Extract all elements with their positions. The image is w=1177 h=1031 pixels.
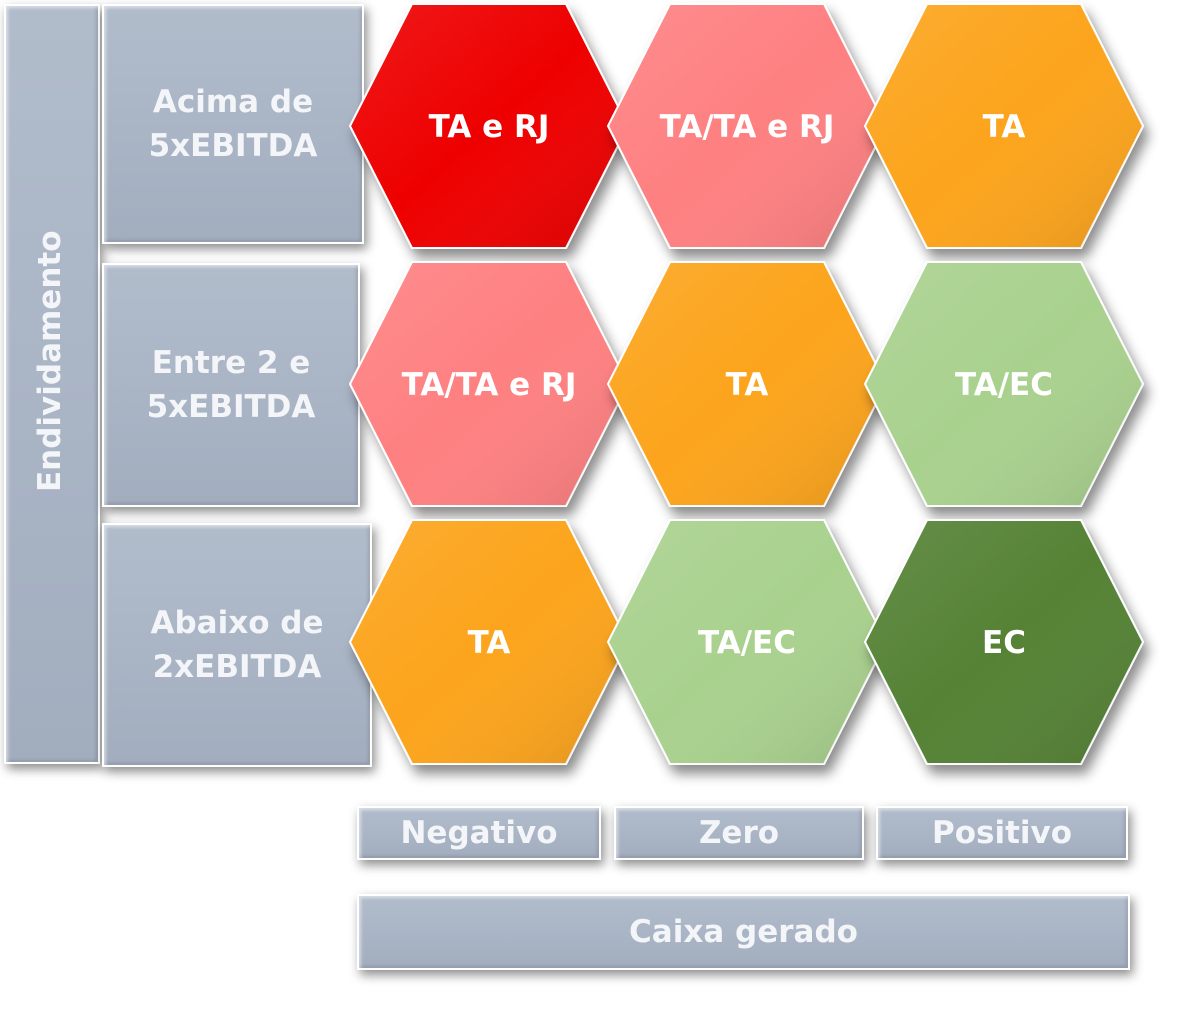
x-axis-panel: Caixa gerado — [357, 894, 1130, 970]
hexagon-cell-r2-c1: TA/EC — [606, 519, 888, 765]
column-label-zero: Zero — [614, 806, 864, 860]
row-label-panel-mid-debt: Entre 2 e 5xEBITDA — [102, 263, 360, 507]
hexagon-gloss — [608, 262, 886, 506]
hexagon-cell-r1-c0: TA/TA e RJ — [348, 261, 630, 507]
row-label-panel-high-debt: Acima de 5xEBITDA — [102, 4, 364, 244]
hexagon-label: EC — [982, 625, 1026, 661]
hexagon-cell-r1-c1: TA — [606, 261, 888, 507]
hexagon-gloss — [865, 520, 1143, 764]
hexagon-label: TA/TA e RJ — [660, 109, 835, 145]
hexagon-gloss — [865, 4, 1143, 248]
hexagon-cell-r0-c0: TA e RJ — [348, 3, 630, 249]
column-label-positivo: Positivo — [876, 806, 1128, 860]
row-label-mid-debt-line1: Entre 2 e — [151, 345, 311, 381]
y-axis-panel — [4, 4, 100, 764]
hexagon-cell-r1-c2: TA/EC — [863, 261, 1145, 507]
hexagon-cell-r2-c2: EC — [863, 519, 1145, 765]
hexagon-gloss — [350, 262, 628, 506]
hexagon-label: TA e RJ — [429, 109, 550, 145]
row-label-high-debt-line1: Acima de — [152, 84, 314, 120]
hexagon-gloss — [608, 4, 886, 248]
column-label-negativo-text: Negativo — [400, 815, 558, 851]
hexagon-label: TA — [983, 109, 1026, 145]
hexagon-gloss — [865, 262, 1143, 506]
row-label-panel-low-debt: Abaixo de 2xEBITDA — [102, 523, 372, 767]
hexagon-label: TA — [726, 367, 769, 403]
column-label-positivo-text: Positivo — [931, 815, 1073, 851]
hexagon-matrix: TA e RJ TA/TA e RJ TA TA/TA e RJ TA TA/EC TA TA… — [348, 3, 1145, 765]
hexagon-cell-r0-c1: TA/TA e RJ — [606, 3, 888, 249]
hexagon-label: TA/TA e RJ — [402, 367, 577, 403]
hexagon-gloss — [608, 520, 886, 764]
hexagon-cell-r2-c0: TA — [348, 519, 630, 765]
hexagon-gloss — [350, 4, 628, 248]
column-label-zero-text: Zero — [698, 815, 780, 851]
row-label-high-debt-line2: 5xEBITDA — [148, 128, 318, 164]
column-label-negativo: Negativo — [357, 806, 601, 860]
hexagon-label: TA — [468, 625, 511, 661]
hexagon-label: TA/EC — [955, 367, 1053, 403]
row-label-low-debt-line2: 2xEBITDA — [152, 649, 322, 685]
row-label-low-debt-line1: Abaixo de — [150, 605, 324, 641]
hexagon-cell-r0-c2: TA — [863, 3, 1145, 249]
hexagon-label: TA/EC — [698, 625, 796, 661]
x-axis-label: Caixa gerado — [629, 914, 858, 950]
hexagon-gloss — [350, 520, 628, 764]
row-label-mid-debt-line2: 5xEBITDA — [146, 389, 316, 425]
